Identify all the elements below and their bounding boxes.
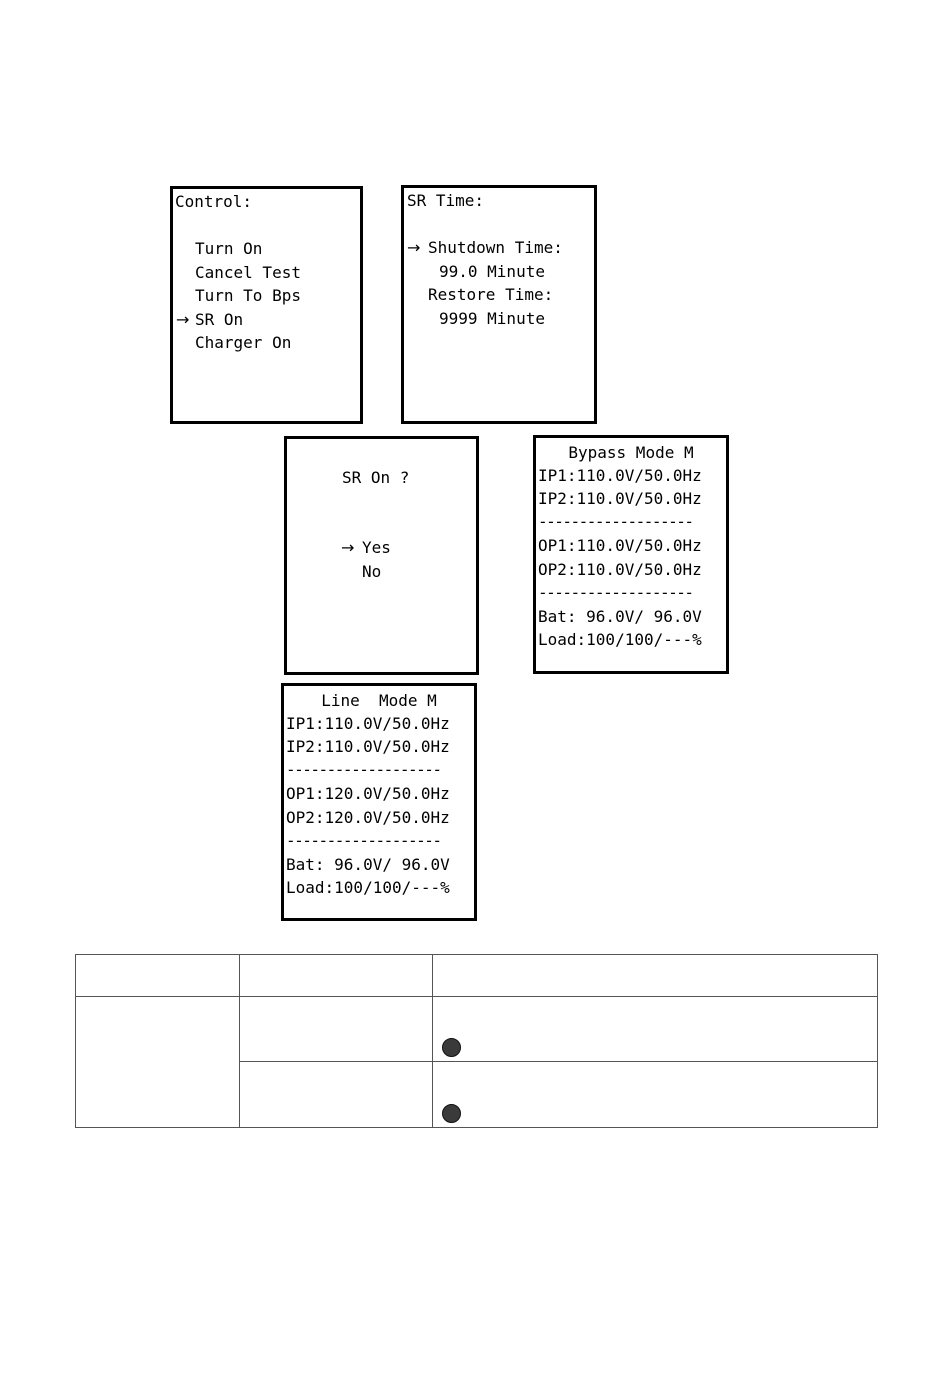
status-indicator-dot-icon xyxy=(442,1104,461,1123)
line-separator: ------------------- xyxy=(286,831,442,850)
table-header-cell xyxy=(239,954,433,997)
control-title: Control: xyxy=(175,192,253,211)
bypass-op2: OP2:110.0V/50.0Hz xyxy=(538,560,702,579)
sr-time-title: SR Time: xyxy=(407,191,485,210)
line-load: Load:100/100/---% xyxy=(286,878,450,897)
line-op2: OP2:120.0V/50.0Hz xyxy=(286,808,450,827)
sr-time-screen: SR Time: → Shutdown Time: 99.0 Minute Re… xyxy=(401,185,597,424)
menu-cursor-arrow-icon: → xyxy=(176,310,190,329)
sr-on-question: SR On ? xyxy=(342,468,410,487)
table-cell xyxy=(432,996,878,1062)
bypass-mode-screen: Bypass Mode M IP1:110.0V/50.0Hz IP2:110.… xyxy=(533,435,729,674)
table-cell xyxy=(432,1061,878,1128)
line-mode-title: Line Mode M xyxy=(321,691,437,710)
bypass-battery: Bat: 96.0V/ 96.0V xyxy=(538,607,702,626)
shutdown-time-label[interactable]: Shutdown Time: xyxy=(428,238,563,257)
table-header-row xyxy=(75,954,878,997)
line-separator: ------------------- xyxy=(286,760,442,779)
line-op1: OP1:120.0V/50.0Hz xyxy=(286,784,450,803)
menu-item-sr-on[interactable]: SR On xyxy=(195,310,244,329)
line-battery: Bat: 96.0V/ 96.0V xyxy=(286,855,450,874)
bypass-op1: OP1:110.0V/50.0Hz xyxy=(538,536,702,555)
shutdown-time-value: 99.0 Minute xyxy=(439,262,545,281)
bypass-separator: ------------------- xyxy=(538,512,694,531)
table-row xyxy=(75,996,878,1128)
bypass-mode-title: Bypass Mode M xyxy=(568,443,694,462)
info-table xyxy=(75,954,878,1128)
menu-item-turn-to-bps[interactable]: Turn To Bps xyxy=(195,286,301,305)
confirm-no-option[interactable]: No xyxy=(362,562,382,581)
confirm-yes-option[interactable]: Yes xyxy=(362,538,391,557)
restore-time-label[interactable]: Restore Time: xyxy=(428,285,554,304)
bypass-ip2: IP2:110.0V/50.0Hz xyxy=(538,489,702,508)
confirm-cursor-arrow-icon: → xyxy=(341,538,355,557)
menu-item-charger-on[interactable]: Charger On xyxy=(195,333,292,352)
bypass-load: Load:100/100/---% xyxy=(538,630,702,649)
sr-on-confirm-screen: SR On ? → Yes No xyxy=(284,436,479,675)
control-menu-screen: Control: Turn On Cancel Test Turn To Bps… xyxy=(170,186,363,424)
table-merged-cell xyxy=(75,996,240,1128)
line-mode-screen: Line Mode M IP1:110.0V/50.0Hz IP2:110.0V… xyxy=(281,683,477,921)
bypass-ip1: IP1:110.0V/50.0Hz xyxy=(538,466,702,485)
table-header-cell xyxy=(75,954,240,997)
table-row xyxy=(76,1061,878,1128)
restore-time-value: 9999 Minute xyxy=(439,309,545,328)
sr-time-cursor-arrow-icon: → xyxy=(407,238,421,257)
menu-item-cancel-test[interactable]: Cancel Test xyxy=(195,263,301,282)
line-ip2: IP2:110.0V/50.0Hz xyxy=(286,737,450,756)
table-header-cell xyxy=(432,954,878,997)
menu-item-turn-on[interactable]: Turn On xyxy=(195,239,263,258)
table-cell xyxy=(239,996,433,1062)
line-ip1: IP1:110.0V/50.0Hz xyxy=(286,714,450,733)
status-indicator-dot-icon xyxy=(442,1038,461,1057)
table-cell xyxy=(239,1061,433,1128)
bypass-separator: ------------------- xyxy=(538,583,694,602)
